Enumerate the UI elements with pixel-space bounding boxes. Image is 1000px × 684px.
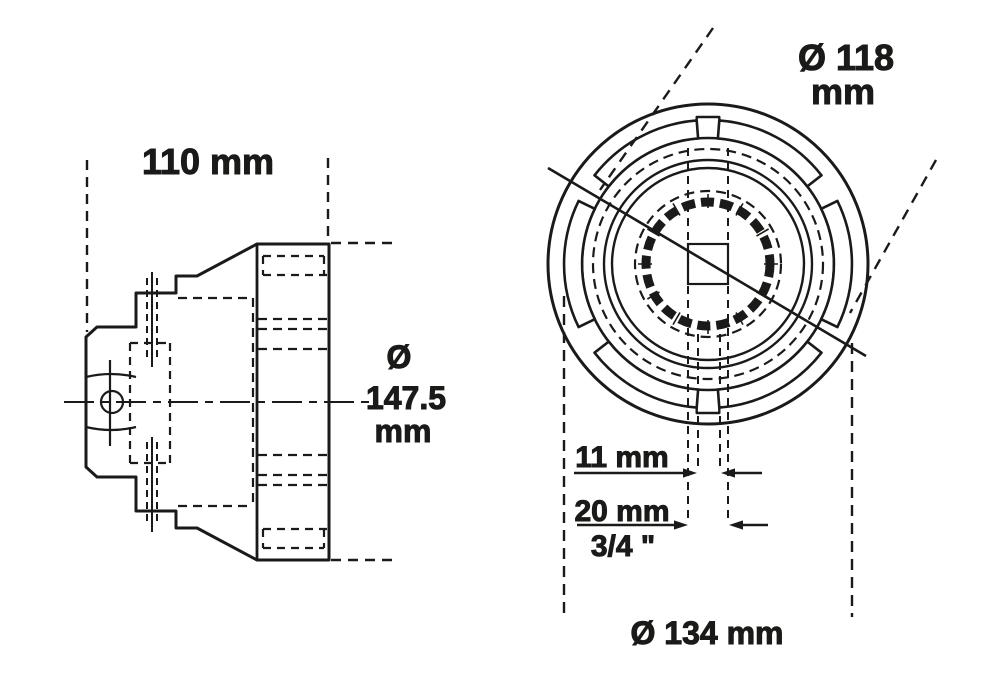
- slot-bottom-left: [593, 340, 700, 409]
- side-diameter-unit: mm: [375, 413, 432, 449]
- front-top-notch: [695, 115, 721, 122]
- dim-arrow-11mm-right: [721, 468, 735, 478]
- side-view: 110 mm Ø 147.5 mm: [64, 141, 447, 562]
- front-drive-size-label: 3/4 ": [591, 530, 655, 563]
- side-diameter-symbol: Ø: [387, 339, 412, 375]
- front-outer-diameter-line1: Ø 118: [798, 37, 894, 78]
- slot-left: [562, 199, 597, 329]
- side-length-label: 110 mm: [142, 141, 274, 182]
- front-view: Ø 118 mm 11 mm 20 mm 3/4 " Ø 134 mm: [546, 27, 938, 652]
- front-extension-square: [687, 148, 729, 523]
- side-cross-hole-hidden-top: [146, 278, 158, 362]
- dim-arrow-11mm-left: [683, 468, 697, 478]
- front-castellation-slots: [562, 119, 854, 409]
- slot-top-right: [716, 119, 823, 188]
- front-outer-diameter-line2: mm: [811, 71, 875, 112]
- front-extension-slot: [697, 334, 721, 470]
- front-diagonal-line: [547, 166, 867, 358]
- side-hidden-mouth-bore: [178, 296, 255, 508]
- slot-top-left: [593, 119, 700, 188]
- front-spline-hidden-circle: [633, 189, 783, 339]
- side-hidden-drive-bore: [128, 341, 172, 465]
- front-bore-circle-a: [602, 158, 814, 370]
- slot-right: [819, 199, 854, 329]
- dim-arrow-20mm-left: [674, 520, 688, 530]
- side-hidden-spline-lines: [258, 317, 329, 487]
- front-square-drive: [686, 242, 730, 286]
- front-outer-circle: [546, 102, 870, 426]
- side-diameter-value: 147.5: [366, 380, 446, 416]
- front-flange-diameter-label: Ø 134 mm: [631, 615, 784, 651]
- front-drive-width-label: 20 mm: [574, 495, 669, 528]
- side-hidden-rim-step-top: [261, 254, 329, 277]
- front-bore-circle-b: [610, 166, 806, 362]
- side-profile-outline: [84, 242, 331, 562]
- side-edge-dashes: [331, 241, 397, 562]
- dim-arrow-20mm-right: [729, 520, 743, 530]
- front-hidden-circle-outer: [591, 147, 825, 381]
- front-leader-right: [848, 159, 938, 314]
- front-bottom-channel: [695, 406, 721, 415]
- side-hidden-rim-step-bottom: [261, 527, 329, 550]
- front-leader-top: [599, 27, 714, 191]
- slot-bottom-right: [716, 340, 823, 409]
- side-cross-hole-hidden-bottom: [146, 442, 158, 526]
- front-slot-width-label: 11 mm: [575, 441, 668, 474]
